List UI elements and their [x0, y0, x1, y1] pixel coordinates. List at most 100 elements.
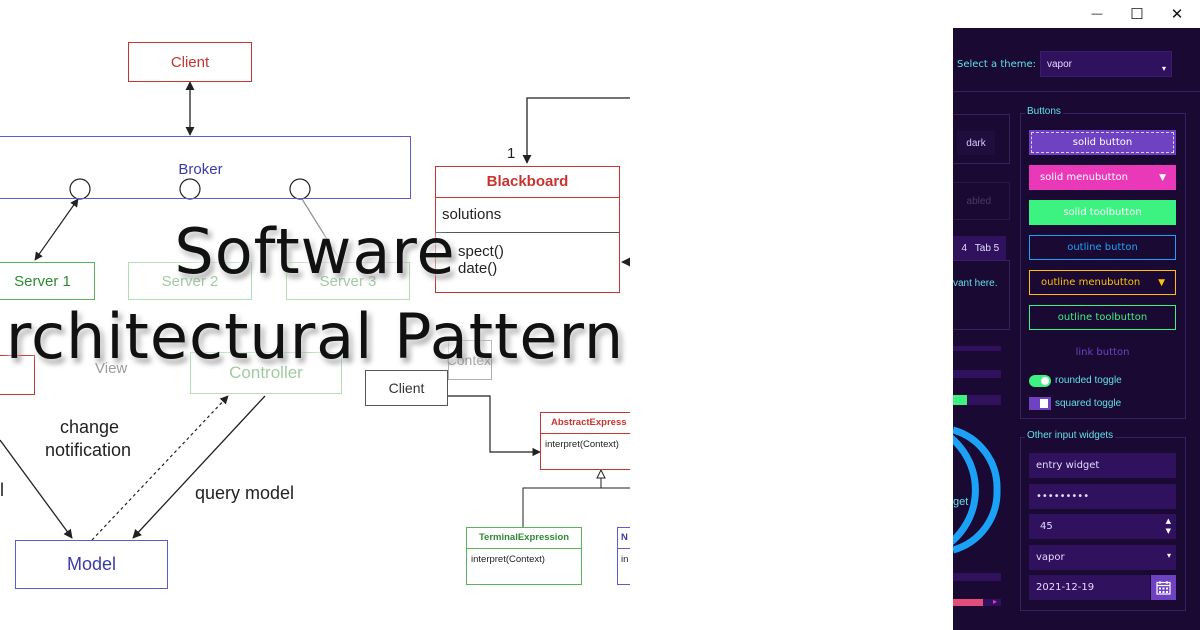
abstract-expression-title: AbstractExpress	[541, 413, 630, 434]
outline-menubutton[interactable]: outline menubutton ▼	[1029, 270, 1176, 295]
dark-button[interactable]: dark	[957, 131, 995, 155]
arrow-right-icon: ▸	[993, 597, 998, 606]
spinbox-value: 45	[1040, 521, 1053, 532]
tab-content-text: vant here.	[953, 278, 998, 289]
link-button[interactable]: link button	[1029, 340, 1176, 365]
password-value: •••••••••	[1036, 491, 1090, 502]
buttons-section-frame	[1020, 113, 1186, 419]
progress-bar-5: ▸	[953, 597, 1001, 606]
context-label: Contex	[446, 352, 491, 368]
broker-box: Broker	[0, 136, 411, 199]
solid-toolbutton[interactable]: solid toolbutton	[1029, 200, 1176, 225]
disabled-button: abled	[953, 182, 1010, 220]
progress-bar-1	[953, 346, 1001, 351]
server2-label: Server 2	[161, 272, 219, 290]
minimize-icon: —	[1091, 8, 1103, 20]
spinbox[interactable]: 45 ▲ ▼	[1029, 514, 1176, 539]
diagram-collage: Client Broker Server 1 Server 2 Server 3…	[0, 42, 630, 589]
squared-toggle[interactable]: squared toggle	[1029, 397, 1169, 411]
model-box: Model	[15, 540, 168, 589]
blackboard-title: Blackboard	[436, 167, 619, 198]
change-notification-line1: change	[60, 417, 120, 437]
combobox-value: vapor	[1036, 552, 1065, 563]
close-button[interactable]: ✕	[1157, 0, 1197, 28]
tab-5[interactable]: Tab 5	[968, 236, 1006, 260]
meter-widget	[953, 426, 1001, 554]
nonterminal-expression-title: N	[618, 528, 630, 549]
title-bar: — ☐ ✕	[953, 0, 1200, 28]
spin-down-icon[interactable]: ▼	[1165, 527, 1171, 535]
terminal-expression-class: TerminalExpression interpret(Context)	[466, 527, 582, 585]
change-notification-line2: notification	[45, 440, 132, 460]
progress-bar-4	[953, 573, 1001, 581]
blackboard-op-2: date()	[458, 260, 498, 277]
dark-button-label: dark	[966, 137, 986, 149]
left-panel-frame	[953, 114, 1010, 164]
spin-up-icon[interactable]: ▲	[1165, 517, 1171, 525]
caret-down-icon: ▼	[1159, 172, 1166, 183]
rounded-toggle[interactable]: rounded toggle	[1029, 374, 1169, 388]
outline-toolbutton[interactable]: outline toolbutton	[1029, 305, 1176, 330]
server2-box: Server 2	[128, 262, 252, 300]
blackboard-attribute: solutions	[436, 198, 619, 233]
password-field[interactable]: •••••••••	[1029, 484, 1176, 509]
maximize-button[interactable]: ☐	[1117, 0, 1157, 28]
tab-5-label: Tab 5	[974, 242, 1000, 254]
rounded-toggle-switch[interactable]	[1029, 375, 1051, 387]
solid-toolbutton-label: solid toolbutton	[1063, 207, 1142, 218]
minimize-button[interactable]: —	[1077, 0, 1117, 28]
solid-button[interactable]: solid button	[1029, 130, 1176, 155]
buttons-section-title: Buttons	[1025, 106, 1063, 117]
rounded-toggle-knob	[1041, 377, 1049, 385]
terminal-expression-op: interpret(Context)	[471, 554, 545, 565]
progress-bar-3-fill	[953, 395, 967, 405]
controller-label: Controller	[229, 363, 303, 382]
chevron-down-icon: ▾	[1161, 64, 1166, 73]
date-value: 2021-12-19	[1036, 582, 1095, 593]
solid-button-label: solid button	[1072, 137, 1133, 148]
theme-combobox[interactable]: vapor ▾	[1040, 51, 1172, 77]
server1-label: Server 1	[14, 272, 71, 290]
client-top-label: Client	[170, 53, 210, 71]
nonterminal-expression-class: N in	[617, 527, 630, 585]
outline-toolbutton-label: outline toolbutton	[1057, 312, 1148, 323]
progress-bar-2	[953, 370, 1001, 378]
solid-menubutton[interactable]: solid menubutton ▼	[1029, 165, 1176, 190]
meter-label: get	[953, 496, 969, 508]
query-model-label: query model	[195, 483, 295, 503]
broker-label: Broker	[178, 161, 223, 178]
calendar-icon	[1156, 581, 1171, 595]
title-line-1: Software	[174, 215, 456, 288]
squared-toggle-switch[interactable]	[1029, 397, 1051, 410]
close-icon: ✕	[1170, 6, 1184, 23]
abstract-expression-op: interpret(Context)	[545, 439, 619, 450]
view-fragment-label: View	[95, 360, 128, 377]
multiplicity-label: 1	[507, 145, 516, 162]
nonterminal-expression-op: in	[621, 554, 629, 565]
progress-bar-3	[953, 395, 1001, 405]
blackboard-class: Blackboard solutions spect() date()	[435, 166, 620, 293]
view-box	[0, 355, 35, 395]
maximize-icon: ☐	[1130, 6, 1144, 23]
chevron-down-icon: ▾	[1166, 551, 1171, 560]
entry-value: entry widget	[1036, 460, 1100, 471]
theme-value: vapor	[1047, 59, 1073, 70]
diagram-connectors	[0, 81, 630, 541]
tab-4[interactable]: 4	[953, 236, 969, 260]
header-separator	[953, 91, 1200, 92]
input-section-title: Other input widgets	[1025, 430, 1116, 441]
abstract-expression-class: AbstractExpress interpret(Context)	[540, 412, 630, 470]
progress-bar-5-fill	[953, 599, 983, 606]
tab-4-label: 4	[961, 242, 967, 254]
solid-menubutton-label: solid menubutton	[1040, 172, 1128, 183]
client-mid-label: Client	[388, 380, 425, 396]
calendar-button[interactable]	[1151, 575, 1176, 600]
title-line-2: rchitectural Pattern	[5, 300, 625, 373]
client-mid-box: Client	[365, 370, 448, 406]
entry-widget[interactable]: entry widget	[1029, 453, 1176, 478]
model-label: Model	[66, 554, 117, 574]
combobox[interactable]: vapor ▾	[1029, 545, 1176, 570]
disabled-label: abled	[966, 195, 991, 207]
outline-button[interactable]: outline button	[1029, 235, 1176, 260]
date-entry[interactable]: 2021-12-19	[1029, 575, 1150, 600]
